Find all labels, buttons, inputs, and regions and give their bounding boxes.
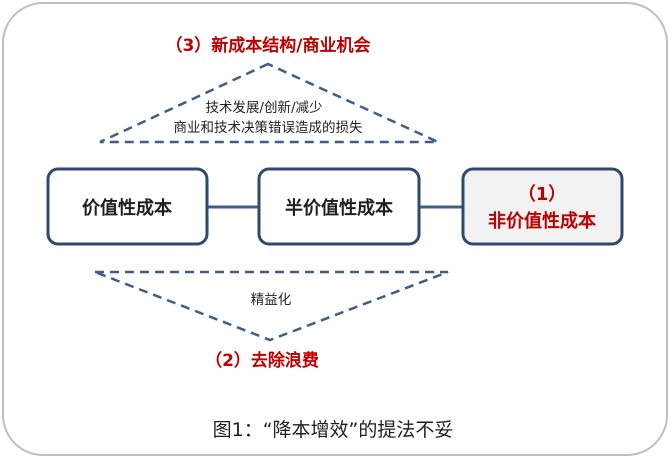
bottom-heading: （2）去除浪费 bbox=[205, 350, 319, 371]
figure-caption: 图1：“降本增效”的提法不妥 bbox=[213, 419, 454, 441]
bottom-triangle-text: 精益化 bbox=[251, 292, 292, 308]
top-heading: （3）新成本结构/商业机会 bbox=[165, 35, 370, 56]
bottom-dashed-triangle bbox=[94, 270, 449, 342]
top-triangle-line1: 技术发展/创新/减少 bbox=[205, 100, 322, 116]
top-dashed-triangle bbox=[99, 62, 439, 144]
box-non-value-cost bbox=[461, 167, 624, 246]
box-semi-value-cost bbox=[257, 167, 421, 246]
box-non-value-cost-label-line1: （1） bbox=[518, 184, 567, 205]
top-triangle-line2: 商业和技术决策错误造成的损失 bbox=[174, 119, 363, 136]
box-semi-value-cost-label: 半价值性成本 bbox=[285, 197, 393, 219]
box-value-cost bbox=[46, 167, 209, 246]
box-value-cost-label: 价值性成本 bbox=[82, 197, 172, 219]
box-non-value-cost-label-line2: 非价值性成本 bbox=[488, 210, 596, 232]
